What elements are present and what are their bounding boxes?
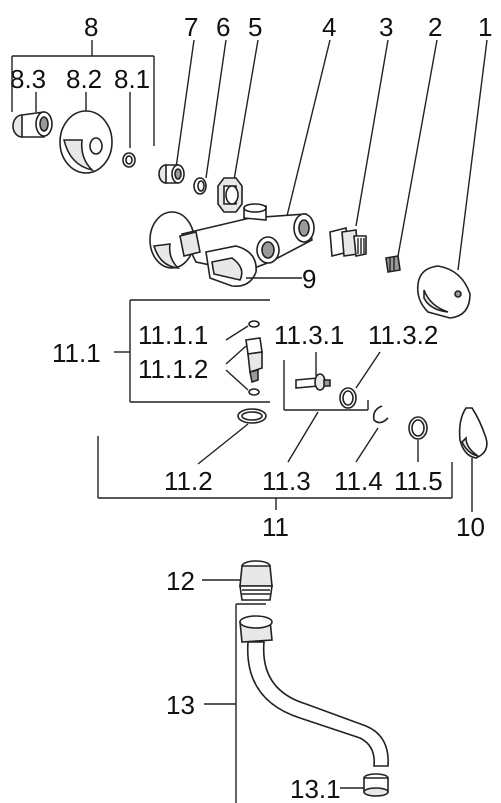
- part-8-1-o-ring: [122, 152, 136, 168]
- label-8-1: 8.1: [114, 64, 150, 94]
- part-6-washer: [193, 177, 207, 195]
- label-4: 4: [322, 12, 336, 42]
- part-13-spout: [204, 603, 389, 803]
- label-7: 7: [184, 12, 198, 42]
- label-6: 6: [216, 12, 230, 42]
- label-12: 12: [166, 566, 195, 596]
- part-12-adapter: [202, 560, 273, 601]
- bracket-11: [97, 436, 453, 510]
- part-11-2-washer: [197, 408, 267, 465]
- bracket-11-3: [283, 360, 369, 411]
- part-11-3-1-pin: [295, 352, 331, 391]
- label-11-1-1: 11.1.1: [138, 320, 208, 350]
- label-11-3: 11.3: [262, 466, 311, 496]
- label-8-2: 8.2: [66, 64, 102, 94]
- part-11-5-o-ring: [408, 416, 428, 462]
- label-2: 2: [428, 12, 442, 42]
- bracket-11-1: [114, 299, 270, 403]
- part-7-nipple: [158, 164, 185, 184]
- label-11-1-2: 11.1.2: [138, 354, 208, 384]
- part-2-spindle: [385, 255, 401, 273]
- label-11-2: 11.2: [164, 466, 213, 496]
- label-8-3: 8.3: [10, 64, 46, 94]
- label-11-5: 11.5: [394, 466, 443, 496]
- label-11-4: 11.4: [334, 466, 383, 496]
- part-11-4-circlip: [355, 405, 389, 463]
- label-9: 9: [302, 264, 316, 294]
- part-10-lever: [458, 407, 488, 512]
- label-3: 3: [379, 12, 393, 42]
- part-1-lever-handle: [416, 265, 471, 319]
- label-13-1: 13.1: [290, 774, 341, 803]
- part-3-headpart: [329, 226, 367, 258]
- part-11-3-2-ring: [339, 351, 381, 409]
- part-11-1-cartridge: [225, 320, 263, 396]
- leaders-top: [175, 39, 488, 271]
- label-13: 13: [166, 690, 195, 720]
- label-11-1: 11.1: [52, 338, 101, 368]
- part-13-1-aerator: [340, 773, 389, 797]
- part-5-hex-nut: [217, 177, 243, 213]
- leader-11-3: [287, 411, 319, 463]
- label-8: 8: [84, 12, 98, 42]
- part-8-3-cap-nut: [12, 111, 53, 138]
- label-10: 10: [456, 512, 485, 542]
- label-1: 1: [478, 12, 492, 42]
- label-5: 5: [248, 12, 262, 42]
- label-11-3-2: 11.3.2: [368, 320, 438, 350]
- part-9-handle: [205, 245, 302, 288]
- bracket-8: [11, 40, 155, 148]
- label-11: 11: [262, 512, 289, 542]
- part-8-2-rosette: [59, 110, 113, 174]
- label-11-3-1: 11.3.1: [274, 320, 344, 350]
